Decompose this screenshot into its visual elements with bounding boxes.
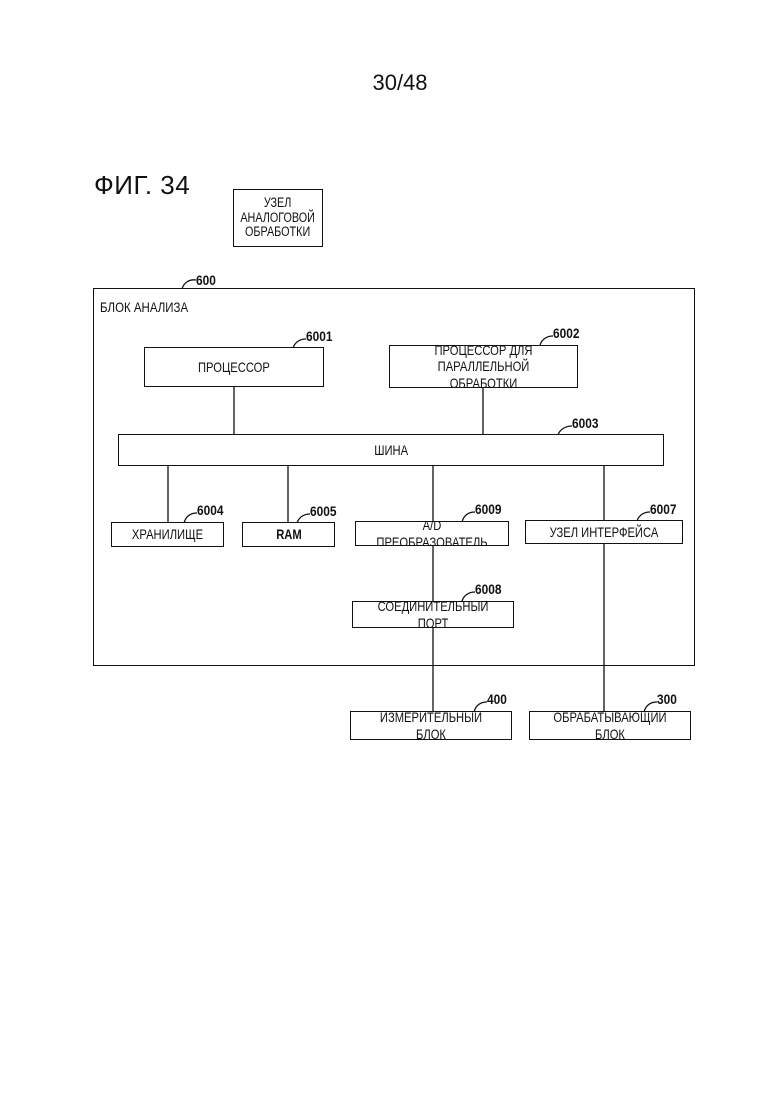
ad-converter-label: A/D ПРЕОБРАЗОВАТЕЛЬ: [371, 521, 493, 546]
ref-6001: 6001: [306, 329, 332, 343]
ref-300: 300: [657, 692, 677, 706]
analysis-block-label: БЛОК АНАЛИЗА: [100, 300, 188, 314]
processing-block-label: ОБРАБАТЫВАЮЩИЙ БЛОК: [546, 711, 674, 740]
processor-box: ПРОЦЕССОР: [144, 347, 324, 387]
interface-unit-label: УЗЕЛ ИНТЕРФЕЙСА: [550, 524, 659, 541]
figure-title: ФИГ. 34: [94, 172, 190, 198]
bus-box: ШИНА: [118, 434, 664, 466]
ram-label: RAM: [276, 526, 302, 543]
ref-6009: 6009: [475, 502, 501, 516]
storage-box: ХРАНИЛИЩЕ: [111, 522, 224, 547]
measurement-block-label: ИЗМЕРИТЕЛЬНЫЙ БЛОК: [367, 711, 495, 740]
ref-600: 600: [196, 273, 216, 287]
measurement-block-box: ИЗМЕРИТЕЛЬНЫЙ БЛОК: [350, 711, 512, 740]
storage-label: ХРАНИЛИЩЕ: [132, 526, 203, 543]
bus-label: ШИНА: [374, 442, 408, 459]
ref-6002: 6002: [553, 326, 579, 340]
parallel-processor-box: ПРОЦЕССОР ДЛЯ ПАРАЛЛЕЛЬНОЙ ОБРАБОТКИ: [389, 345, 578, 388]
ref-6005: 6005: [310, 504, 336, 518]
analog-processing-label: УЗЕЛ АНАЛОГОВОЙ ОБРАБОТКИ: [241, 196, 316, 241]
ad-converter-box: A/D ПРЕОБРАЗОВАТЕЛЬ: [355, 521, 509, 546]
processor-label: ПРОЦЕССОР: [198, 359, 270, 376]
ref-6008: 6008: [475, 582, 501, 596]
ref-6007: 6007: [650, 502, 676, 516]
page-number: 30/48: [340, 72, 460, 94]
connection-port-box: СОЕДИНИТЕЛЬНЫЙ ПОРТ: [352, 601, 514, 628]
interface-unit-box: УЗЕЛ ИНТЕРФЕЙСА: [525, 520, 683, 544]
parallel-processor-label: ПРОЦЕССОР ДЛЯ ПАРАЛЛЕЛЬНОЙ ОБРАБОТКИ: [409, 345, 559, 388]
analog-processing-box: УЗЕЛ АНАЛОГОВОЙ ОБРАБОТКИ: [233, 189, 323, 247]
ram-box: RAM: [242, 522, 335, 547]
processing-block-box: ОБРАБАТЫВАЮЩИЙ БЛОК: [529, 711, 691, 740]
connection-port-label: СОЕДИНИТЕЛЬНЫЙ ПОРТ: [369, 601, 497, 628]
ref-6004: 6004: [197, 503, 223, 517]
ref-400: 400: [487, 692, 507, 706]
ref-6003: 6003: [572, 416, 598, 430]
